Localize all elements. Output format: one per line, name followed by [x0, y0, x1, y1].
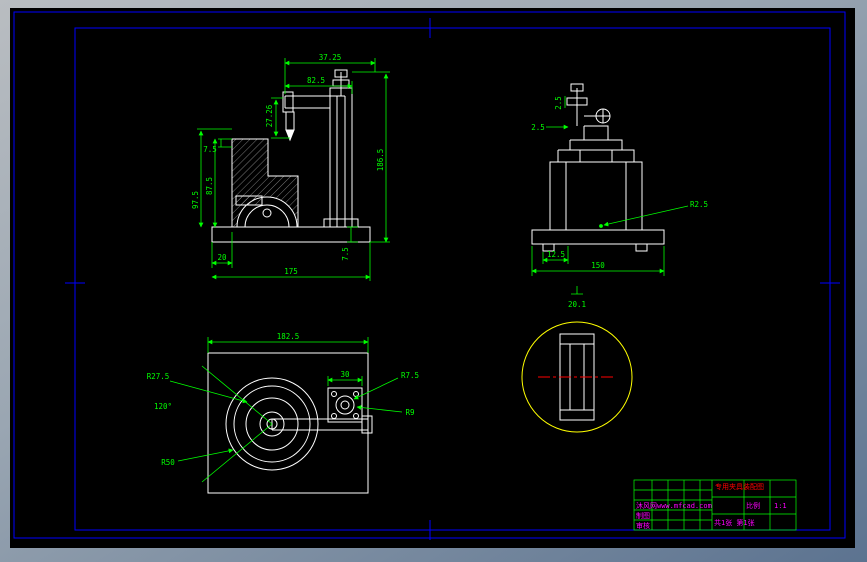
centering-ticks — [65, 18, 840, 540]
dim-side-gap2: 2.5 — [554, 96, 563, 110]
dim-plan-r1: R27.5 — [147, 372, 170, 381]
title-block-title: 专用夹具装配图 — [715, 482, 764, 491]
title-block-scale-value: 1:1 — [774, 502, 787, 510]
dim-plan-r2: R50 — [161, 458, 175, 467]
plan-circle-outer — [225, 377, 319, 471]
dim-plan-r4: R9 — [405, 408, 414, 417]
plan-circle-4 — [259, 411, 285, 437]
drawing-border — [13, 11, 846, 540]
detail-part-outline — [559, 333, 595, 421]
dim-plan-r3: R7.5 — [401, 371, 419, 380]
front-dimensions — [197, 58, 390, 281]
leader-r9 — [356, 405, 403, 413]
dim-side-datum: 20.1 — [568, 300, 586, 309]
dim-side-r: R2.5 — [690, 200, 708, 209]
front-dome-inner — [244, 204, 290, 228]
title-block-scale-label: 比例 — [746, 501, 760, 510]
title-block-sheet-info: 共1张 第1张 — [714, 518, 755, 527]
plan-angle-legs — [201, 365, 273, 483]
dim-front-body2: 97.5 — [191, 191, 200, 209]
plan-circle-3 — [245, 397, 299, 451]
dim-side-gap: 2.5 — [531, 123, 545, 132]
dim-front-height: 186.5 — [376, 149, 385, 172]
dim-plan-angle: 120° — [154, 402, 172, 411]
drawing-sheet — [10, 8, 855, 548]
dim-front-arm: 82.5 — [307, 76, 325, 85]
plan-view: 182.5 30 R27.5 120° R50 R7.5 R9 — [147, 332, 419, 494]
title-block-watermark: 沐风网www.mfcad.com — [636, 501, 712, 510]
detail-boundary-circle — [521, 321, 633, 433]
title-block-grid — [634, 480, 796, 530]
title-block: 专用夹具装配图 沐风网www.mfcad.com 制图 审核 比例 1:1 共1… — [633, 479, 797, 531]
title-block-frame — [633, 479, 797, 531]
front-pin-tip — [285, 129, 295, 142]
front-view: 37.25 82.5 27.26 186.5 7.5 87.5 97.5 20 … — [191, 53, 390, 281]
leader-r50 — [177, 448, 234, 462]
dim-front-base-t: 7.5 — [341, 247, 350, 261]
dim-front-top-width: 37.25 — [319, 53, 342, 62]
dim-plan-width: 182.5 — [277, 332, 300, 341]
plan-bolt-1 — [331, 391, 337, 397]
plan-block-hole — [340, 400, 350, 410]
plan-circle-center — [266, 418, 278, 430]
front-screw-section — [235, 195, 263, 206]
dim-front-body: 87.5 — [205, 177, 214, 195]
dim-plan-block: 30 — [340, 370, 350, 379]
leader-r7-5 — [353, 377, 399, 400]
dim-front-base: 175 — [284, 267, 298, 276]
plan-block-bore — [335, 395, 355, 415]
detail-view — [521, 321, 633, 433]
dim-side-foot: 12.5 — [547, 250, 565, 259]
plan-bolt-3 — [331, 413, 337, 419]
side-dimensions — [531, 96, 689, 295]
plan-bolt-4 — [353, 413, 359, 419]
dim-front-step: 7.5 — [203, 145, 217, 154]
leader-r2-5 — [603, 205, 689, 227]
side-outline — [531, 83, 665, 252]
plan-ext-lines — [207, 337, 369, 386]
title-block-row-check: 审核 — [636, 521, 650, 530]
leader-dot — [599, 224, 603, 228]
inner-border — [74, 27, 831, 531]
dim-front-pin: 27.26 — [265, 104, 274, 127]
side-handwheel-cross — [596, 109, 610, 123]
title-block-row-design: 制图 — [636, 511, 650, 520]
plan-dimensions — [169, 337, 403, 483]
dim-side-base: 150 — [591, 261, 605, 270]
front-center-hole — [262, 208, 272, 218]
leader-r27-5 — [169, 380, 248, 404]
side-view: 2.5 2.5 R2.5 12.5 150 20.1 — [531, 83, 708, 309]
dim-front-offset: 20 — [217, 253, 227, 262]
plan-circle-2 — [233, 385, 311, 463]
